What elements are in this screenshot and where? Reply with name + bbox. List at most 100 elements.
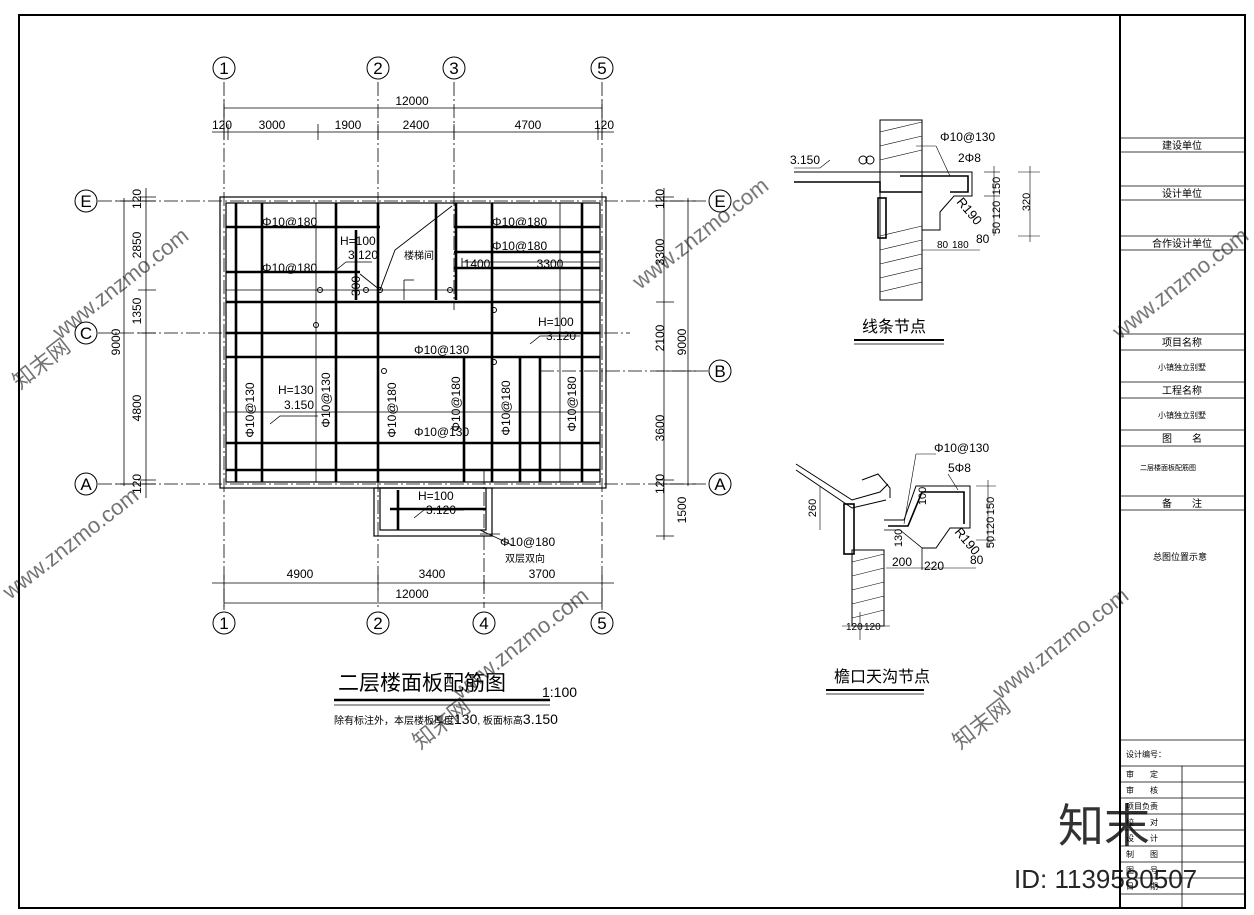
stair-outline <box>359 205 453 291</box>
watermark-brand: 知末网 <box>948 694 1015 754</box>
axis-top-5: 5 <box>597 59 606 78</box>
dimension-lines <box>116 100 696 610</box>
tb-drawing-name: 二层楼面板配筋图 <box>1140 463 1196 472</box>
axis-top-1: 1 <box>219 59 228 78</box>
tb-drawing-label: 图 名 <box>1162 432 1202 445</box>
dim-left-seg: 120 <box>130 474 144 494</box>
tb-work-name: 小镇独立别墅 <box>1158 410 1206 420</box>
tb-remarks-text: 总图位置示意 <box>1153 551 1207 562</box>
watermark-logo: 知末 <box>1058 800 1150 852</box>
plan-scale: 1:100 <box>542 684 577 700</box>
watermark-site: www.znzmo.com <box>987 583 1133 705</box>
dim-right-total: 9000 <box>675 328 689 355</box>
elevation-markers <box>269 261 580 546</box>
stair-room-label: 楼梯间 <box>404 249 434 262</box>
d2-rebar: Φ10@130 <box>934 441 989 455</box>
axis-left-a: A <box>80 475 92 494</box>
d1-title: 线条节点 <box>862 318 926 336</box>
tb-remarks-label: 备 注 <box>1162 497 1202 510</box>
d2-dim: 200 <box>892 555 912 569</box>
d1-dim: 150 <box>991 177 1003 195</box>
d1-dim: 180 <box>952 240 969 251</box>
e-label-3: 3.150 <box>284 398 314 412</box>
dim-right-seg: 3300 <box>653 238 667 265</box>
tb-sign-row: 制 图 <box>1126 849 1158 859</box>
watermark-site: www.znzmo.com <box>627 173 773 295</box>
axis-bottom-5: 5 <box>597 614 606 633</box>
tb-design-no: 设计编号： <box>1126 749 1166 759</box>
d2-title: 檐口天沟节点 <box>834 668 930 686</box>
beam-lines <box>226 203 600 530</box>
dim-left-seg: 1350 <box>130 297 144 324</box>
d1-bars: 2Φ8 <box>958 151 981 165</box>
d2-dim: 120 <box>985 517 997 535</box>
dim-top-total: 12000 <box>395 94 429 108</box>
dim-right-seg: 2100 <box>653 324 667 351</box>
d2-dim: 120 <box>864 622 881 633</box>
rebar-label-v: Φ10@130 <box>319 372 333 427</box>
d1-elev: 3.150 <box>790 153 820 167</box>
rebar-label-v: Φ10@180 <box>565 376 579 431</box>
d1-radius: R190 <box>954 194 985 227</box>
tb-sign-row: 设 计 <box>1126 833 1158 843</box>
axis-bottom-1: 1 <box>219 614 228 633</box>
two-way-label: 双层双向 <box>505 552 545 565</box>
dim-top-seg: 4700 <box>515 118 542 132</box>
sheet-frame <box>18 14 1246 909</box>
stair-small-dim: 300 <box>349 276 363 296</box>
d2-dim: 50 <box>985 536 997 548</box>
dim-bottom-seg: 3700 <box>529 567 556 581</box>
axis-top-2: 2 <box>373 59 382 78</box>
tb-sign-row: 审 核 <box>1126 785 1158 795</box>
d1-rebar: Φ10@130 <box>940 130 995 144</box>
axis-top-3: 3 <box>449 59 458 78</box>
detail-eave-gutter <box>795 453 996 640</box>
axis-bubbles <box>74 56 732 635</box>
d1-dim: 50 <box>991 222 1003 234</box>
plan-note-thick: 130 <box>454 711 478 727</box>
dim-left-seg: 120 <box>130 189 144 209</box>
watermark-site: www.znzmo.com <box>47 223 193 345</box>
rebar-label: Φ10@180 <box>492 239 547 253</box>
tb-sign-row: 项目负责 <box>1126 801 1158 811</box>
rebar-label: Φ10@180 <box>262 215 317 229</box>
tb-project-label: 项目名称 <box>1162 336 1202 349</box>
axis-right-a: A <box>714 475 726 494</box>
rebar-label-v: Φ10@180 <box>449 376 463 431</box>
e-label-2: 3.120 <box>546 329 576 343</box>
dim-top-seg: 1900 <box>335 118 362 132</box>
walls <box>219 196 607 537</box>
axis-left-e: E <box>80 192 91 211</box>
tb-project-name: 小镇独立别墅 <box>1158 362 1206 372</box>
d2-dim: 220 <box>924 559 944 573</box>
tb-sign-row: 审 定 <box>1126 769 1158 779</box>
dim-top-seg: 3000 <box>259 118 286 132</box>
d2-dim: 100 <box>917 487 929 505</box>
dim-right-seg: 3600 <box>653 414 667 441</box>
plan-note-elev: 3.150 <box>523 711 558 727</box>
plan-note-prefix: 除有标注外，本层楼板厚度 <box>334 714 454 727</box>
watermark-brand: 知末网 <box>8 334 75 394</box>
detail-line-node <box>794 119 1040 301</box>
dim-right-seg: 1500 <box>675 496 689 523</box>
watermarks: www.znzmo.com www.znzmo.com www.znzmo.co… <box>0 173 1253 754</box>
tb-sign-row: 图 号 <box>1126 866 1158 875</box>
d1-dim: 80 <box>937 240 949 251</box>
rebar-label: Φ10@130 <box>414 343 469 357</box>
axis-left-c: C <box>80 324 92 343</box>
rebar-label: Φ10@180 <box>262 261 317 275</box>
plan-title: 二层楼面板配筋图 <box>338 672 506 695</box>
dim-right-seg: 120 <box>653 189 667 209</box>
axis-right-b: B <box>714 362 725 381</box>
dim-top-seg: 2400 <box>403 118 430 132</box>
dim-bottom-total: 12000 <box>395 587 429 601</box>
dim-bottom-seg: 4900 <box>287 567 314 581</box>
tb-sign-row: 日 期 <box>1126 882 1158 891</box>
tb-sign-row: 校 对 <box>1126 817 1158 827</box>
dim-left-total: 9000 <box>109 328 123 355</box>
h-label-2: H=100 <box>538 315 574 329</box>
floor-plan <box>98 82 708 610</box>
h-label-4: H=100 <box>418 489 454 503</box>
rebar-label: Φ10@180 <box>492 215 547 229</box>
dim-left-seg: 4800 <box>130 394 144 421</box>
